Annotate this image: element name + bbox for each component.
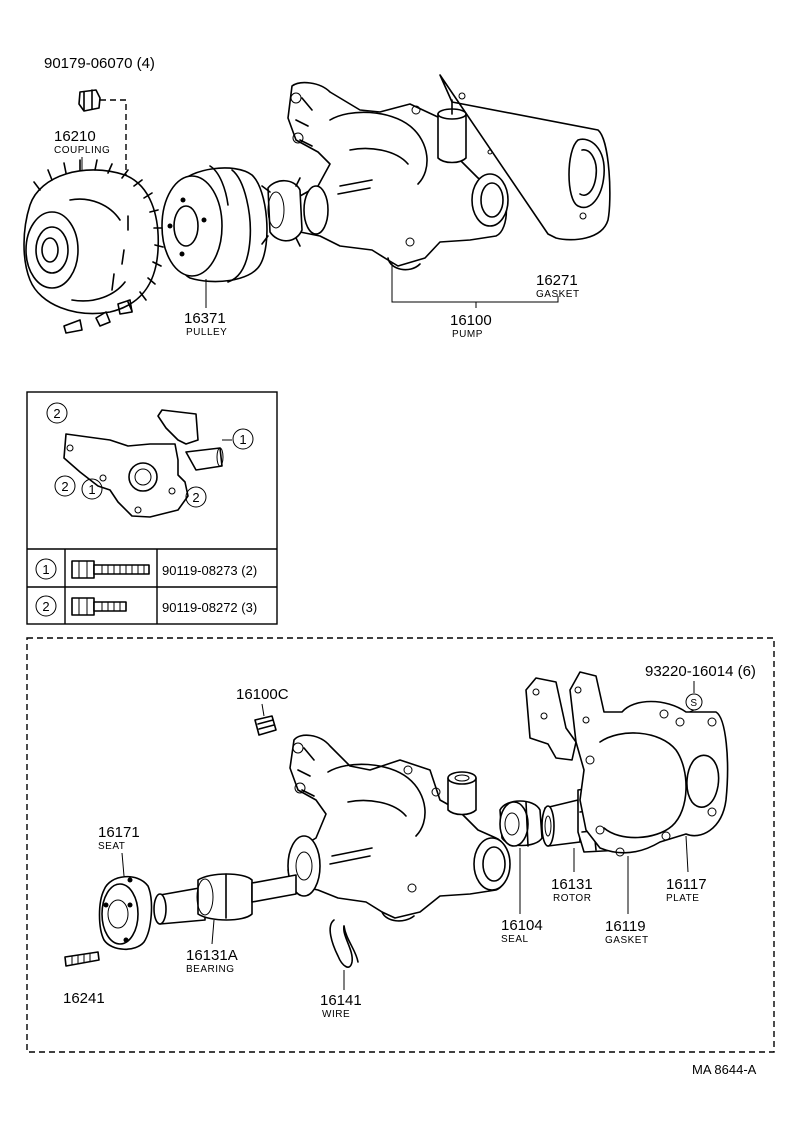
wire-number: 16141 <box>320 992 362 1009</box>
bearing-drawing <box>153 873 297 925</box>
detail-marker-2a: 2 <box>53 406 60 421</box>
bolt-table-row-2: 2 90119-08272 (3) <box>35 595 257 617</box>
detail-marker-2b: 2 <box>61 479 68 494</box>
pump-name: PUMP <box>452 329 483 340</box>
pulley-name: PULLEY <box>186 327 227 338</box>
detail-marker-1b: 1 <box>88 482 95 497</box>
plate-number: 16117 <box>666 876 707 893</box>
plug-number: 16100C <box>236 686 289 703</box>
bolt-short-icon <box>71 597 127 616</box>
bolt-table-row-1: 1 90119-08273 (2) <box>35 558 257 580</box>
coupling-number: 16210 <box>54 128 96 145</box>
row-1-marker: 1 <box>42 562 49 577</box>
rotor-name: ROTOR <box>553 893 591 904</box>
row-2-marker: 2 <box>42 599 49 614</box>
exploded-view-frame <box>26 637 775 1053</box>
stud-16241-drawing <box>64 951 100 967</box>
pulley-number: 16371 <box>184 310 226 327</box>
pump-number: 16100 <box>450 312 492 329</box>
detail-marker-1a: 1 <box>239 432 246 447</box>
bearing-name: BEARING <box>186 964 235 975</box>
stud-93220-label: 93220-16014 (6) <box>645 663 756 680</box>
gasket2-name: GASKET <box>605 935 649 946</box>
wire-clip-drawing <box>329 919 359 968</box>
pulley-drawing <box>161 165 268 283</box>
row-2-part: 90119-08272 (3) <box>162 600 257 615</box>
gasket-plate-drawing <box>525 671 729 857</box>
seal-number: 16104 <box>501 917 543 934</box>
seal-drawing <box>499 800 543 847</box>
gasket2-number: 16119 <box>605 918 646 935</box>
stud-marker: S <box>690 698 697 709</box>
plate-name: PLATE <box>666 893 699 904</box>
gasket-name: GASKET <box>536 289 580 300</box>
seat-drawing <box>98 875 153 951</box>
bolt-detail-table <box>26 391 278 625</box>
coupling-name: COUPLING <box>54 145 110 156</box>
water-pump-drawing <box>261 74 611 271</box>
stud-16241-number: 16241 <box>63 990 105 1007</box>
seat-name: SEAT <box>98 841 125 852</box>
bolt-90179-label: 90179-06070 (4) <box>44 55 155 72</box>
row-1-part: 90119-08273 (2) <box>162 563 257 578</box>
seal-name: SEAL <box>501 934 529 945</box>
detail-markers: 2 1 2 1 2 <box>46 402 254 508</box>
wire-name: WIRE <box>322 1009 350 1020</box>
pump-bracket-line <box>391 262 559 303</box>
pump-body-drawing <box>287 734 511 922</box>
diagram-reference-code: MA 8644-A <box>692 1062 757 1077</box>
seat-number: 16171 <box>98 824 140 841</box>
bolt-90179-drawing <box>78 89 127 205</box>
detail-marker-2c: 2 <box>192 490 199 505</box>
gasket-number: 16271 <box>536 272 578 289</box>
bolt-long-icon <box>71 560 150 579</box>
fan-coupling-drawing <box>23 159 164 334</box>
rotor-number: 16131 <box>551 876 593 893</box>
plug-drawing <box>254 715 277 736</box>
bearing-number: 16131A <box>186 947 238 964</box>
